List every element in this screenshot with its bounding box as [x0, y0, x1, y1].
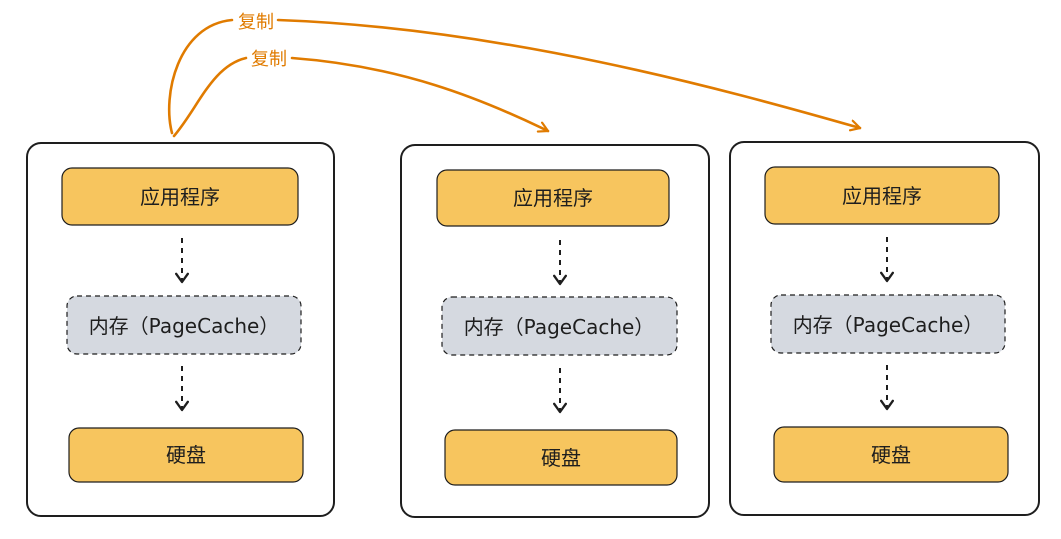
cache-box: [770, 294, 1006, 354]
cache-label: 内存（PageCache）: [793, 313, 984, 337]
disk-box: [773, 426, 1009, 483]
disk-label: 硬盘: [871, 443, 911, 467]
copy-label: 复制: [238, 12, 274, 33]
cache-box: [66, 295, 302, 355]
disk-box: [444, 429, 678, 486]
disk-box: [68, 427, 304, 483]
app-box: [436, 169, 670, 227]
server-1: 应用程序 内存（PageCache） 硬盘: [26, 142, 335, 517]
copy-arrows: 复制 复制: [167, 12, 860, 136]
app-box: [764, 166, 1000, 225]
disk-label: 硬盘: [166, 443, 206, 467]
app-label: 应用程序: [140, 185, 220, 209]
cache-box: [441, 296, 678, 356]
copy-arrow-to-server-2: [172, 56, 548, 136]
app-label: 应用程序: [842, 184, 922, 208]
app-label: 应用程序: [513, 186, 593, 210]
cache-label: 内存（PageCache）: [89, 314, 280, 338]
app-box: [61, 167, 299, 226]
copy-arrow-to-server-3: [167, 18, 860, 133]
disk-label: 硬盘: [541, 446, 581, 470]
server-2: 应用程序 内存（PageCache） 硬盘: [400, 144, 710, 518]
copy-label: 复制: [251, 49, 287, 70]
server-3: 应用程序 内存（PageCache） 硬盘: [729, 141, 1040, 516]
cache-label: 内存（PageCache）: [464, 315, 655, 339]
